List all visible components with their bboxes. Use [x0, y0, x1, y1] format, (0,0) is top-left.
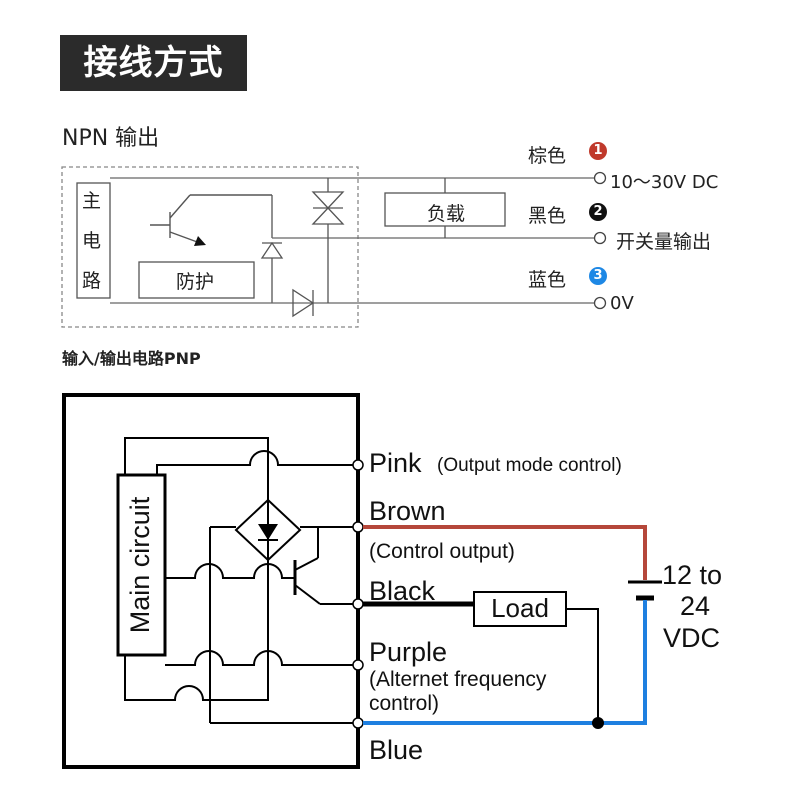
npn-wire-black-label: 黑色 [528, 205, 567, 227]
pnp-supply-line-1: 12 to [662, 560, 723, 590]
pnp-purple-label: Purple [369, 637, 448, 667]
pnp-purple-note-1: (Alternet frequency [369, 668, 547, 691]
pnp-blue-label: Blue [369, 735, 424, 765]
pnp-brown-label: Brown [369, 496, 446, 526]
pnp-black-label: Black [369, 576, 436, 606]
pnp-supply-line-3: VDC [663, 623, 721, 653]
pnp-brown-note: (Control output) [369, 540, 515, 563]
pnp-purple-note-2: control) [369, 692, 440, 715]
npn-main-circuit-char-3: 路 [82, 270, 102, 292]
npn-wire-blue-label: 蓝色 [528, 269, 567, 291]
npn-main-circuit-char-1: 主 [82, 190, 102, 212]
page-title: 接线方式 [83, 43, 224, 83]
npn-title: NPN 输出 [62, 126, 160, 151]
npn-main-circuit-char-2: 电 [82, 230, 102, 252]
header-background [60, 35, 247, 91]
pnp-pink-label: Pink [369, 448, 422, 478]
pnp-title: 输入/输出电路PNP [62, 349, 201, 368]
pnp-supply-line-2: 24 [680, 591, 711, 621]
npn-wire-brown-label: 棕色 [528, 145, 567, 167]
npn-terminal-0v: 0V [610, 293, 634, 314]
npn-terminal-output: 开关量输出 [616, 231, 712, 253]
npn-protect-label: 防护 [176, 271, 215, 293]
npn-terminal-supply: 10～30V DC [610, 172, 719, 193]
npn-badge-3: 3 [589, 267, 607, 285]
pnp-load-label: Load [491, 593, 549, 623]
pnp-pink-note: (Output mode control) [437, 455, 622, 476]
pnp-main-circuit-label: Main circuit [125, 496, 155, 634]
npn-badge-1: 1 [589, 142, 607, 160]
npn-badge-2: 2 [589, 203, 607, 221]
npn-load-label: 负载 [427, 203, 466, 225]
